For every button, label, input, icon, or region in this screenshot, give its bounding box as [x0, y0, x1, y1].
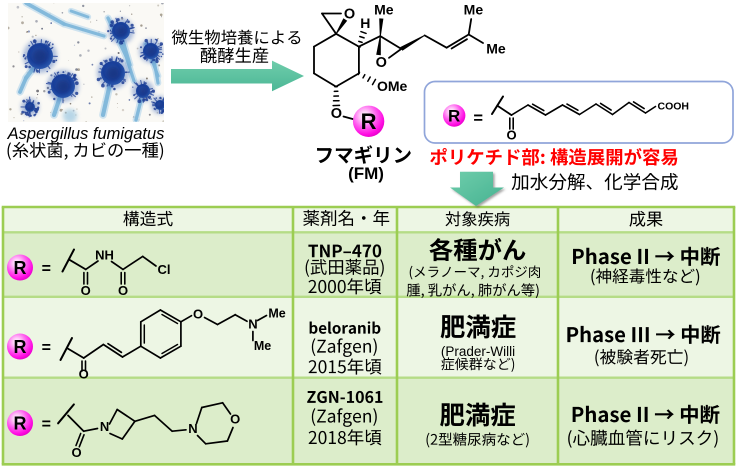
svg-text:Me: Me	[486, 41, 506, 57]
svg-text:R: R	[14, 258, 27, 278]
svg-text:O: O	[331, 106, 342, 122]
svg-text:N: N	[188, 421, 197, 436]
svg-text:=: =	[42, 416, 51, 433]
svg-text:Me: Me	[254, 339, 271, 353]
svg-text:H: H	[360, 15, 370, 31]
svg-text:OMe: OMe	[377, 78, 408, 94]
svg-text:Me: Me	[464, 2, 484, 18]
svg-text:=: =	[42, 260, 51, 277]
svg-text:O: O	[81, 283, 91, 298]
svg-text:O: O	[506, 128, 516, 143]
svg-text:Me: Me	[268, 307, 285, 321]
svg-text:R: R	[448, 107, 460, 126]
svg-text:O: O	[230, 411, 240, 426]
svg-text:N: N	[248, 317, 257, 332]
svg-text:R: R	[14, 337, 27, 357]
svg-text:O: O	[344, 6, 355, 22]
svg-text:=: =	[473, 110, 483, 128]
svg-text:COOH: COOH	[658, 101, 690, 113]
svg-text:Me: Me	[374, 2, 394, 18]
svg-text:O: O	[376, 55, 387, 71]
svg-text:Cl: Cl	[158, 262, 171, 277]
svg-text:O: O	[71, 445, 81, 460]
svg-text:=: =	[42, 339, 51, 356]
svg-text:O: O	[193, 307, 203, 322]
svg-text:R: R	[361, 109, 377, 134]
svg-text:O: O	[118, 283, 128, 298]
svg-text:R: R	[14, 413, 27, 433]
svg-text:O: O	[79, 367, 89, 382]
svg-text:N: N	[100, 419, 109, 434]
svg-text:NH: NH	[95, 248, 114, 263]
